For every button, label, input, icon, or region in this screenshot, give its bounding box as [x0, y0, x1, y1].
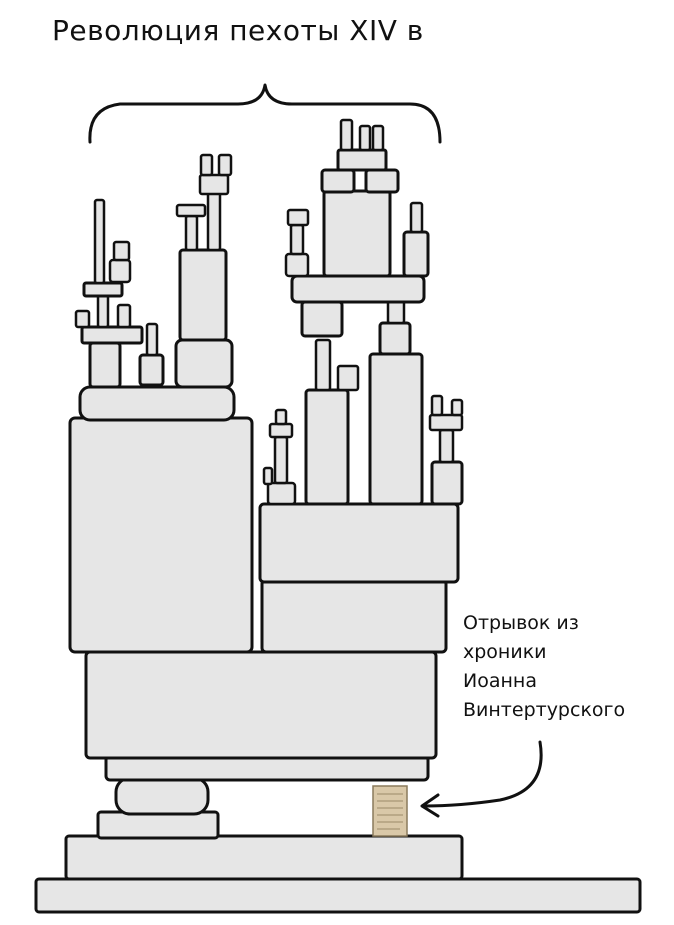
upper-crown-post-a: [339, 118, 354, 152]
mid-left-tall: [178, 248, 228, 342]
right-tower-ear-b: [450, 398, 464, 417]
left-stack-bar: [80, 325, 144, 345]
callout-line: Иоанна: [463, 670, 537, 692]
left-stack-post: [96, 293, 110, 329]
callout-line: Винтертурского: [463, 699, 626, 721]
right-small-cap: [268, 422, 294, 439]
base-slab-upper: [64, 834, 464, 881]
upper-right-post: [409, 201, 424, 234]
mid-left-cross: [175, 203, 207, 218]
upper-left-post: [289, 223, 305, 256]
mid-left-drum: [174, 338, 234, 389]
right-small-post: [273, 435, 289, 485]
center-tall-a-post: [314, 338, 332, 392]
right-lower-block: [260, 578, 448, 654]
pedestal-lower: [96, 810, 220, 840]
left-stack-knob-top: [112, 240, 131, 262]
right-upper-block: [258, 502, 460, 584]
upper-head-left: [320, 168, 356, 194]
right-small-side: [262, 466, 274, 486]
upper-head-right: [364, 168, 400, 194]
mid-left-post-a: [184, 214, 199, 252]
center-tall-b-cap: [378, 321, 412, 356]
upper-crown-post-c: [371, 124, 385, 152]
upper-main: [322, 189, 392, 278]
left-stack-nub-a: [74, 309, 91, 329]
upper-box: [300, 300, 344, 338]
left-small-box: [138, 353, 165, 387]
right-tower-box: [430, 460, 464, 506]
callout-line: хроники: [463, 641, 547, 663]
mid-left-ear-a: [199, 153, 214, 177]
main-platform-bottom: [104, 754, 430, 782]
center-tall-a-nub: [336, 364, 360, 392]
upper-left-knob: [284, 252, 310, 278]
curved-arrow-icon: [420, 740, 543, 818]
right-tower-post: [438, 428, 455, 464]
curly-brace-icon: [88, 83, 442, 144]
left-main-block: [68, 416, 254, 654]
base-slab: [34, 877, 642, 914]
center-tall-a: [304, 388, 350, 506]
left-cap-slab: [78, 385, 236, 422]
left-stack-box: [88, 341, 122, 389]
manuscript-fragment-icon: [372, 785, 408, 837]
left-small-post: [145, 322, 159, 357]
mid-left-head: [198, 173, 230, 196]
left-stack-nub-b: [116, 303, 132, 329]
upper-crown: [336, 148, 388, 172]
upper-slab: [290, 274, 426, 304]
right-tower-ear-a: [430, 394, 444, 417]
mid-left-post-b: [206, 190, 222, 252]
upper-crown-post-b: [358, 124, 372, 152]
mid-left-ear-b: [217, 153, 233, 177]
upper-right-box: [402, 230, 430, 278]
left-stack-top-bar: [82, 281, 124, 298]
main-platform: [84, 650, 438, 760]
diagram-title: Революция пехоты XIV в: [52, 14, 424, 47]
right-tower-bar: [428, 413, 464, 432]
callout-line: Отрывок из: [463, 612, 579, 634]
right-small-box: [266, 481, 297, 506]
upper-left-top: [286, 208, 310, 227]
center-tall-b: [368, 352, 424, 506]
right-small-top: [274, 408, 288, 426]
callout-text: Отрывок из хроники Иоанна Винтертурского: [463, 609, 625, 725]
left-stack-spire: [93, 198, 106, 285]
pedestal-round: [114, 776, 210, 816]
left-stack-knob: [108, 258, 132, 284]
